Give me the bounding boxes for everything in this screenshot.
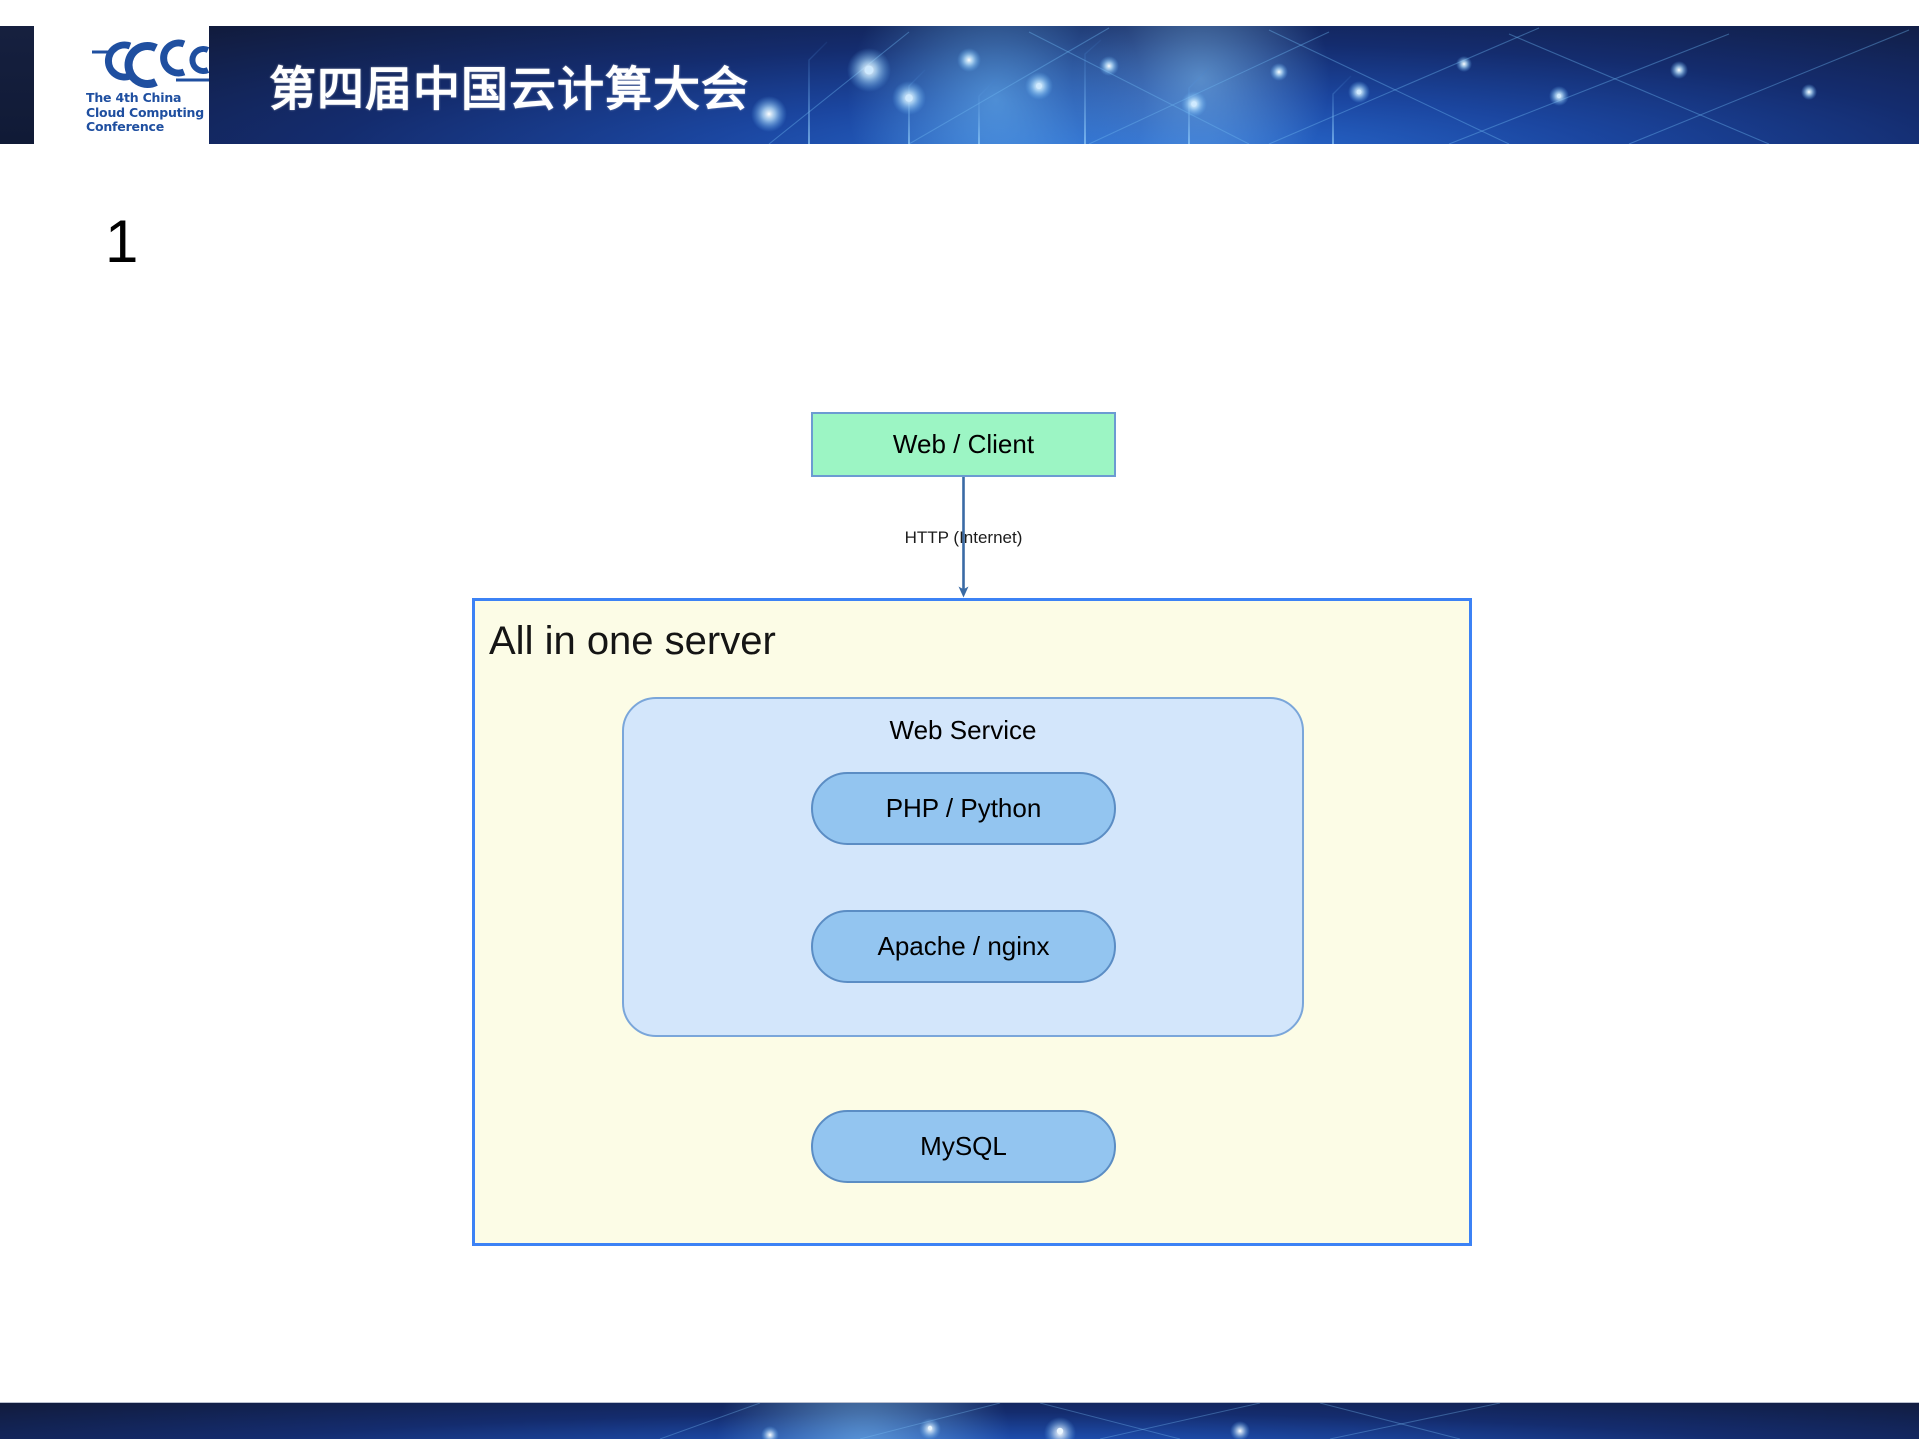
logo-line-1: The 4th China <box>86 90 182 105</box>
node-mysql-label: MySQL <box>920 1131 1007 1161</box>
logo-text-block: The 4th China Cloud Computing Conference <box>86 90 238 135</box>
conference-logo: The 4th China Cloud Computing Conference <box>74 34 239 138</box>
node-web-client[interactable]: Web / Client <box>811 412 1116 477</box>
logo-line-2: Cloud Computing <box>86 104 204 120</box>
footer-circuit-pattern-icon <box>659 1403 1501 1439</box>
node-php-python[interactable]: PHP / Python <box>811 772 1116 845</box>
logo-line-3: Conference <box>86 119 165 134</box>
node-web-service-label: Web Service <box>889 715 1037 745</box>
header-title-banner: 第四届中国云计算大会 <box>209 26 1919 144</box>
edge-label-http-text: HTTP (Internet) <box>904 528 1023 547</box>
node-web-service[interactable]: Web Service <box>622 697 1304 1037</box>
header-left-strip <box>0 26 34 144</box>
header-banner: The 4th China Cloud Computing Conference <box>0 26 1919 144</box>
node-apache-nginx[interactable]: Apache / nginx <box>811 910 1116 983</box>
node-all-in-one-server-label: All in one server <box>489 619 776 663</box>
edge-label-http: HTTP (Internet) <box>811 528 1116 548</box>
circuit-pattern-icon <box>751 27 1910 144</box>
header-logo-plate: The 4th China Cloud Computing Conference <box>34 26 220 144</box>
page-title: 第四届中国云计算大会 <box>269 62 749 118</box>
slide-number: 1 <box>105 208 139 275</box>
node-apache-nginx-label: Apache / nginx <box>877 931 1050 961</box>
node-php-python-label: PHP / Python <box>885 793 1042 823</box>
ccCc-logo-icon <box>92 39 220 88</box>
node-mysql[interactable]: MySQL <box>811 1110 1116 1183</box>
node-web-client-label: Web / Client <box>892 429 1035 459</box>
footer-banner <box>0 1402 1919 1439</box>
